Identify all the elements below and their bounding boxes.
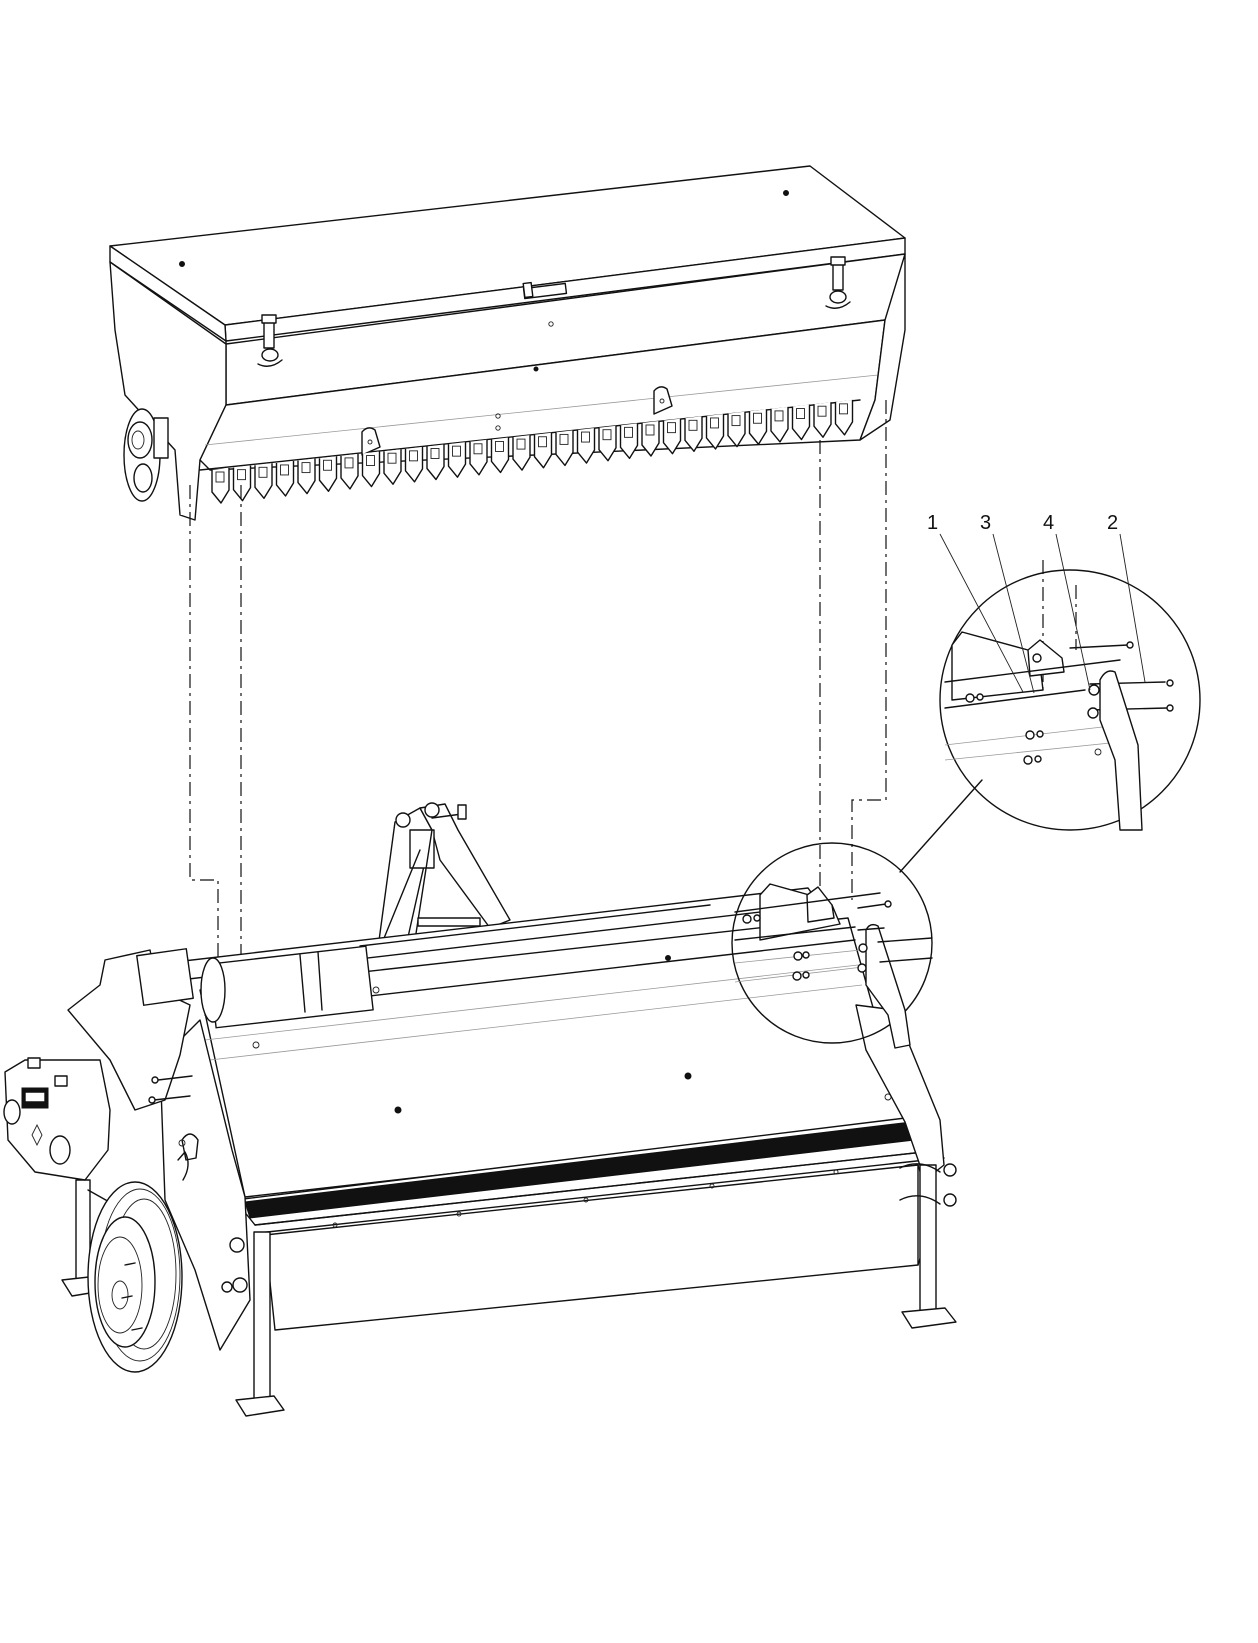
hopper-drive-sprocket [123, 408, 169, 502]
lid-latch-right [825, 256, 851, 309]
assembly-guide-lines [189, 400, 1077, 960]
lid-handle [522, 281, 568, 300]
lid-latch-left [257, 314, 283, 367]
gearbox [3, 1057, 111, 1181]
roller-frame [61, 802, 957, 1417]
left-stand [61, 1179, 285, 1417]
drive-assembly [3, 948, 194, 1373]
hopper-box [109, 165, 906, 521]
callout-4: 4 [1043, 512, 1055, 534]
ground-drive-wheel [87, 1151, 189, 1373]
detail-circle-large [939, 533, 1201, 831]
hitch-mast [377, 802, 511, 949]
detail-circle-small [731, 779, 983, 1049]
right-stand [899, 1163, 957, 1329]
callout-1: 1 [927, 512, 939, 534]
callout-3: 3 [980, 512, 992, 534]
seed-outlet-row [211, 399, 854, 504]
hopper-tabs [361, 386, 673, 456]
callout-2: 2 [1107, 512, 1119, 534]
frame-cylinder [200, 945, 374, 1029]
